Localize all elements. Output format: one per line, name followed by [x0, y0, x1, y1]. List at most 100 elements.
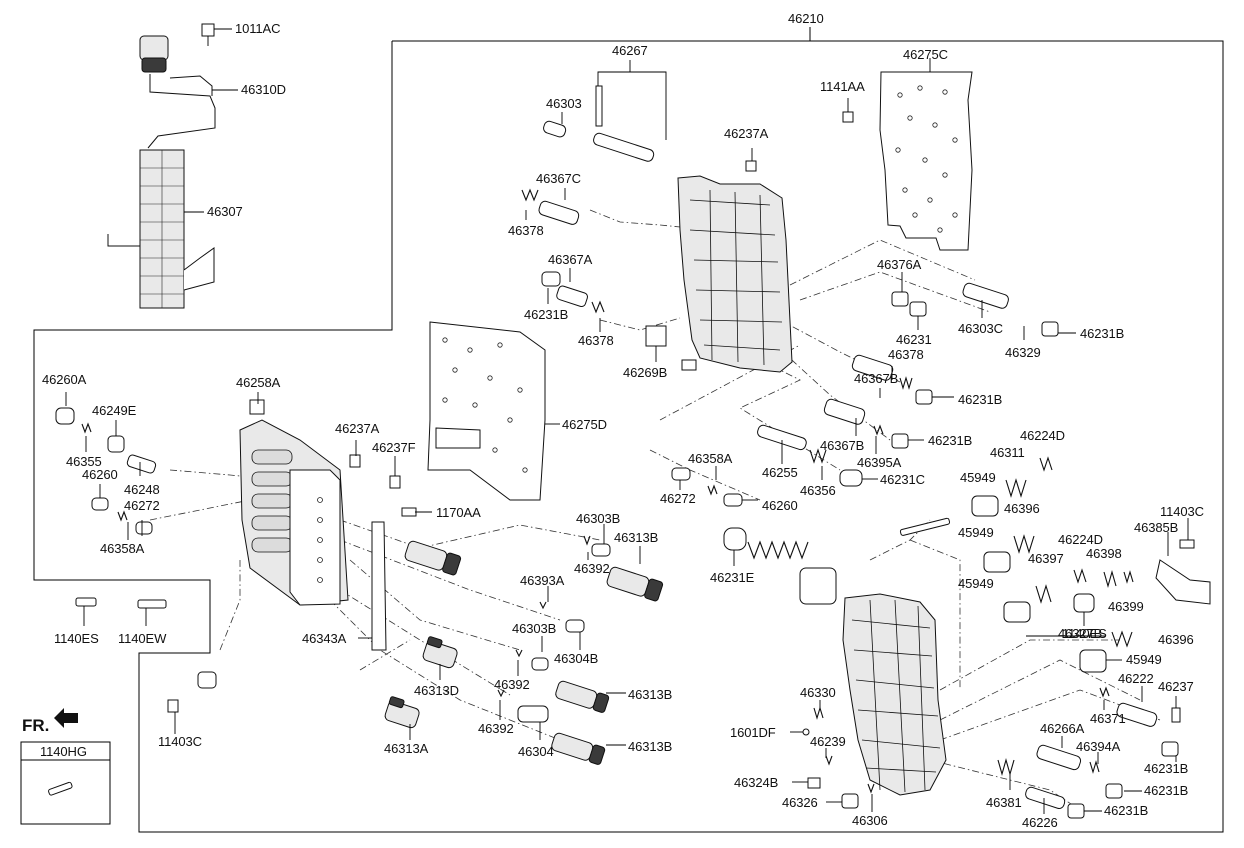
- part-label: 46398: [1086, 546, 1122, 561]
- part-label: 46260: [82, 467, 118, 482]
- part-label: 46396: [1004, 501, 1040, 516]
- part-label: 1140ES: [54, 631, 99, 646]
- part-label: 46255: [762, 465, 798, 480]
- part-label: 46313B: [614, 530, 659, 545]
- solenoid-valve-body: [239, 419, 349, 606]
- part-label: 46378: [578, 333, 614, 348]
- part-label: 46304B: [554, 651, 599, 666]
- part-label: 46231B: [1144, 783, 1189, 798]
- part-label: 46329: [1005, 345, 1041, 360]
- part-label: 46266A: [1040, 721, 1085, 736]
- part-label: 46378: [508, 223, 544, 238]
- part-label: 46392: [478, 721, 514, 736]
- part-label: 46396: [1158, 632, 1194, 647]
- part-label: 45949: [958, 525, 994, 540]
- bracket-46343a: [371, 521, 387, 651]
- part-label: 46313D: [414, 683, 459, 698]
- part-label: 46367B: [854, 371, 899, 386]
- part-label: 46231B: [928, 433, 973, 448]
- part-label: 46326: [782, 795, 818, 810]
- part-label: 46330: [800, 685, 836, 700]
- part-label: 46358A: [688, 451, 733, 466]
- solenoids: [384, 540, 664, 765]
- part-label: 46392: [574, 561, 610, 576]
- part-label: 46303: [546, 96, 582, 111]
- part-label: 46327B: [1058, 626, 1103, 641]
- part-label: 46248: [124, 482, 160, 497]
- part-label: 46303C: [958, 321, 1003, 336]
- part-label: 46239: [810, 734, 846, 749]
- part-label: 46231B: [1104, 803, 1149, 818]
- part-label: 46303B: [512, 621, 557, 636]
- part-label: 46397: [1028, 551, 1064, 566]
- part-label: 46381: [986, 795, 1022, 810]
- part-label: 46385B: [1134, 520, 1179, 535]
- part-label: 46269B: [623, 365, 668, 380]
- orientation-label: FR.: [22, 716, 50, 735]
- part-label: 46392: [494, 677, 530, 692]
- leader-lines: [65, 28, 1189, 814]
- part-label: 1601DF: [730, 725, 776, 740]
- part-label: 46258A: [236, 375, 281, 390]
- part-label: 46378: [888, 347, 924, 362]
- part-label: 1170AA: [436, 505, 481, 520]
- part-label: 46275D: [562, 417, 607, 432]
- part-label: 46237: [1158, 679, 1194, 694]
- part-label: 46355: [66, 454, 102, 469]
- part-label: 46399: [1108, 599, 1144, 614]
- part-label: 46272: [660, 491, 696, 506]
- lower-valve-body: [842, 593, 947, 796]
- part-label: 46304: [518, 744, 554, 759]
- part-label: 46272: [124, 498, 160, 513]
- part-label: 1011AC: [235, 21, 281, 36]
- part-label: 46358A: [100, 541, 145, 556]
- part-label: 46393A: [520, 573, 565, 588]
- part-label: 46231B: [1080, 326, 1125, 341]
- part-label: 46222: [1118, 671, 1154, 686]
- part-label: 46210: [788, 11, 824, 26]
- part-label: 46303B: [576, 511, 621, 526]
- separator-plate-46275d: [427, 321, 546, 501]
- part-label: 45949: [958, 576, 994, 591]
- separator-plate-46275c: [879, 71, 973, 251]
- part-label: 46310D: [241, 82, 286, 97]
- part-label: 46237F: [372, 440, 416, 455]
- assembly-frame: [33, 27, 1224, 833]
- part-label: 46313B: [628, 739, 673, 754]
- part-label: 46231: [896, 332, 932, 347]
- part-label: 46395A: [857, 455, 902, 470]
- part-label: 46343A: [302, 631, 347, 646]
- part-label: 46275C: [903, 47, 948, 62]
- part-label: 1140ES: [1062, 626, 1107, 641]
- part-label: 46324B: [734, 775, 779, 790]
- part-label: 46313A: [384, 741, 429, 756]
- part-label: 46249E: [92, 403, 137, 418]
- part-label: 1140EW: [118, 631, 167, 646]
- part-label: 46224D: [1020, 428, 1065, 443]
- small-parts: [48, 85, 1211, 819]
- part-label: 46356: [800, 483, 836, 498]
- part-label: 46367C: [536, 171, 581, 186]
- part-label: 46267: [612, 43, 648, 58]
- part-label: 46231B: [1144, 761, 1189, 776]
- part-label: 11403C: [1160, 504, 1204, 519]
- part-label: 45949: [960, 470, 996, 485]
- part-label: 46226: [1022, 815, 1058, 830]
- part-label: 1141AA: [820, 79, 865, 94]
- part-label: 46311: [990, 445, 1025, 460]
- part-label: 46231E: [710, 570, 755, 585]
- part-label: 46260: [762, 498, 798, 513]
- part-label: 46237A: [724, 126, 769, 141]
- wiring-harness: [107, 23, 216, 309]
- part-label: 46307: [207, 204, 243, 219]
- part-label: 46231B: [524, 307, 569, 322]
- legend-label: 1140HG: [40, 744, 87, 759]
- part-label: 46231C: [880, 472, 925, 487]
- part-label: 11403C: [158, 734, 202, 749]
- part-label: 46231B: [958, 392, 1003, 407]
- part-label: 46306: [852, 813, 888, 828]
- part-label: 46376A: [877, 257, 922, 272]
- part-label: 46237A: [335, 421, 380, 436]
- part-label: 46367A: [548, 252, 593, 267]
